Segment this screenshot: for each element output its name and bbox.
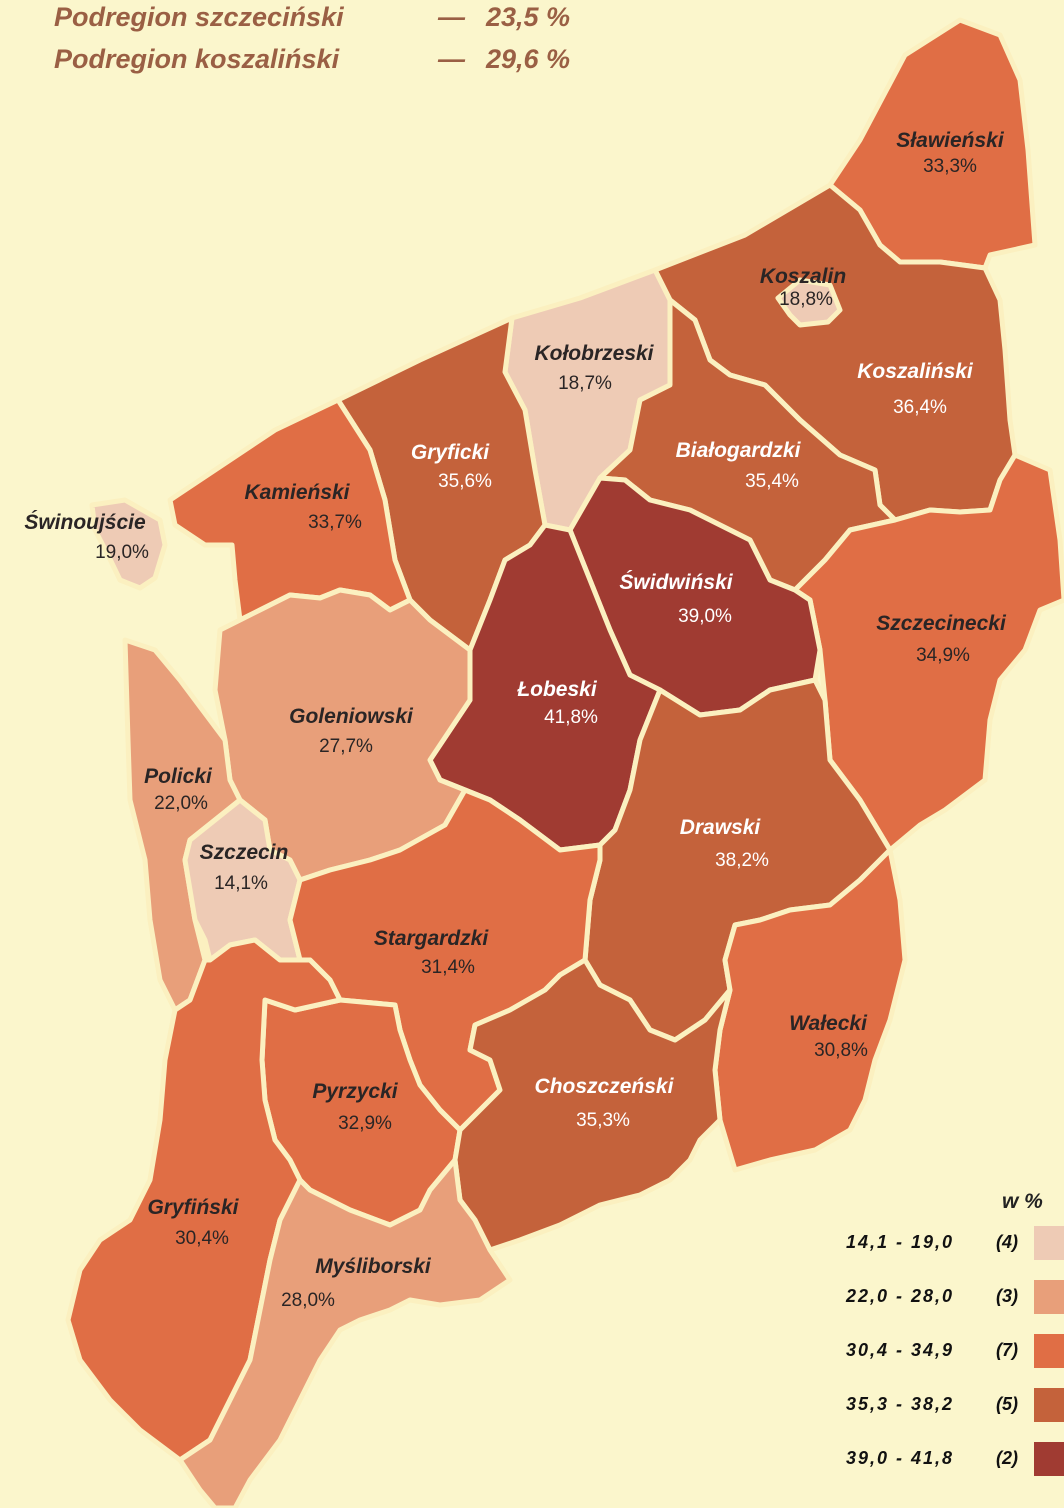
subregion-value: 29,6 %: [486, 44, 571, 74]
region-name-choszczenski: Choszczeński: [535, 1075, 675, 1098]
region-value-slawienski: 33,3%: [923, 156, 977, 177]
legend-item: 14,1 - 19,0 (4): [820, 1226, 1064, 1260]
region-name-kolobrzeski: Kołobrzeski: [534, 342, 654, 365]
legend-swatch: [1034, 1280, 1064, 1314]
legend-range: 22,0 - 28,0: [846, 1286, 955, 1306]
region-name-szczecinecki: Szczecinecki: [876, 612, 1007, 635]
region-name-lobeski: Łobeski: [516, 678, 598, 701]
region-value-swinoujscie: 19,0%: [95, 542, 149, 563]
region-name-pyrzycki: Pyrzycki: [312, 1080, 398, 1103]
region-value-gryfinski: 30,4%: [175, 1228, 229, 1249]
region-name-bialogardzki: Białogardzki: [676, 439, 802, 462]
legend-swatch: [1034, 1226, 1064, 1260]
legend-range: 14,1 - 19,0: [846, 1232, 955, 1252]
region-value-choszczenski: 35,3%: [576, 1110, 630, 1131]
region-name-slawienski: Sławieński: [896, 129, 1005, 152]
region-name-gryfinski: Gryfiński: [147, 1196, 239, 1219]
legend-item: 30,4 - 34,9 (7): [820, 1334, 1064, 1368]
subregion-dash: —: [438, 44, 465, 74]
region-name-swinoujscie: Świnoujście: [24, 510, 146, 534]
subregion-value: 23,5 %: [486, 2, 571, 32]
legend-count: (7): [996, 1340, 1018, 1360]
legend-range: 30,4 - 34,9: [846, 1340, 955, 1360]
legend-range: 39,0 - 41,8: [846, 1448, 955, 1468]
region-value-bialogardzki: 35,4%: [745, 471, 799, 492]
region-shape-mysliborski[interactable]: [177, 1157, 513, 1508]
legend-swatch: [1034, 1388, 1064, 1422]
region-name-drawski: Drawski: [680, 816, 762, 839]
region-value-szczecin: 14,1%: [214, 873, 268, 894]
region-shape-choszczenski[interactable]: [452, 957, 733, 1253]
region-name-gryficki: Gryficki: [411, 441, 490, 464]
region-value-kolobrzeski: 18,7%: [558, 373, 612, 394]
region-shape-koszalin[interactable]: [775, 277, 843, 328]
region-value-drawski: 38,2%: [715, 850, 769, 871]
legend-count: (2): [996, 1448, 1018, 1468]
legend-item: 22,0 - 28,0 (3): [820, 1280, 1064, 1314]
region-value-swidwinski: 39,0%: [678, 606, 732, 627]
region-value-gryficki: 35,6%: [438, 471, 492, 492]
legend-count: (5): [996, 1394, 1018, 1414]
legend-range: 35,3 - 38,2: [846, 1394, 955, 1414]
legend-swatch: [1034, 1442, 1064, 1476]
region-name-goleniowski: Goleniowski: [289, 705, 414, 728]
subregion-dash: —: [438, 2, 465, 32]
region-value-koszalin: 18,8%: [779, 289, 833, 310]
region-name-koszalinski: Koszaliński: [857, 360, 974, 383]
subregion-name: Podregion szczeciński: [54, 2, 344, 32]
region-name-koszalin: Koszalin: [760, 265, 846, 288]
region-name-swidwinski: Świdwiński: [619, 570, 733, 594]
legend-item: 35,3 - 38,2 (5): [820, 1388, 1064, 1422]
region-shapes: [65, 17, 1064, 1508]
region-value-mysliborski: 28,0%: [281, 1290, 335, 1311]
region-value-szczecinecki: 34,9%: [916, 645, 970, 666]
region-name-kamienski: Kamieński: [244, 481, 350, 504]
region-value-policki: 22,0%: [154, 793, 208, 814]
legend-item: 39,0 - 41,8 (2): [820, 1442, 1064, 1476]
region-value-stargardzki: 31,4%: [421, 957, 475, 978]
region-shape-swinoujscie[interactable]: [89, 497, 168, 591]
region-value-lobeski: 41,8%: [544, 707, 598, 728]
subregion-name: Podregion koszaliński: [54, 44, 340, 74]
legend-swatch: [1034, 1334, 1064, 1368]
region-name-walecki: Wałecki: [789, 1012, 868, 1035]
region-value-koszalinski: 36,4%: [893, 397, 947, 418]
region-value-goleniowski: 27,7%: [319, 736, 373, 757]
region-name-policki: Policki: [144, 765, 213, 788]
region-value-kamienski: 33,7%: [308, 512, 362, 533]
region-name-mysliborski: Myśliborski: [315, 1255, 432, 1278]
region-name-szczecin: Szczecin: [200, 841, 289, 864]
legend-title: w %: [1002, 1190, 1043, 1213]
region-labels: Sławieński 33,3% Koszalin 18,8% Koszaliń…: [24, 129, 1007, 1311]
region-name-stargardzki: Stargardzki: [374, 927, 490, 950]
legend-count: (3): [996, 1286, 1018, 1306]
legend-count: (4): [996, 1232, 1018, 1252]
region-value-walecki: 30,8%: [814, 1040, 868, 1061]
region-value-pyrzycki: 32,9%: [338, 1113, 392, 1134]
